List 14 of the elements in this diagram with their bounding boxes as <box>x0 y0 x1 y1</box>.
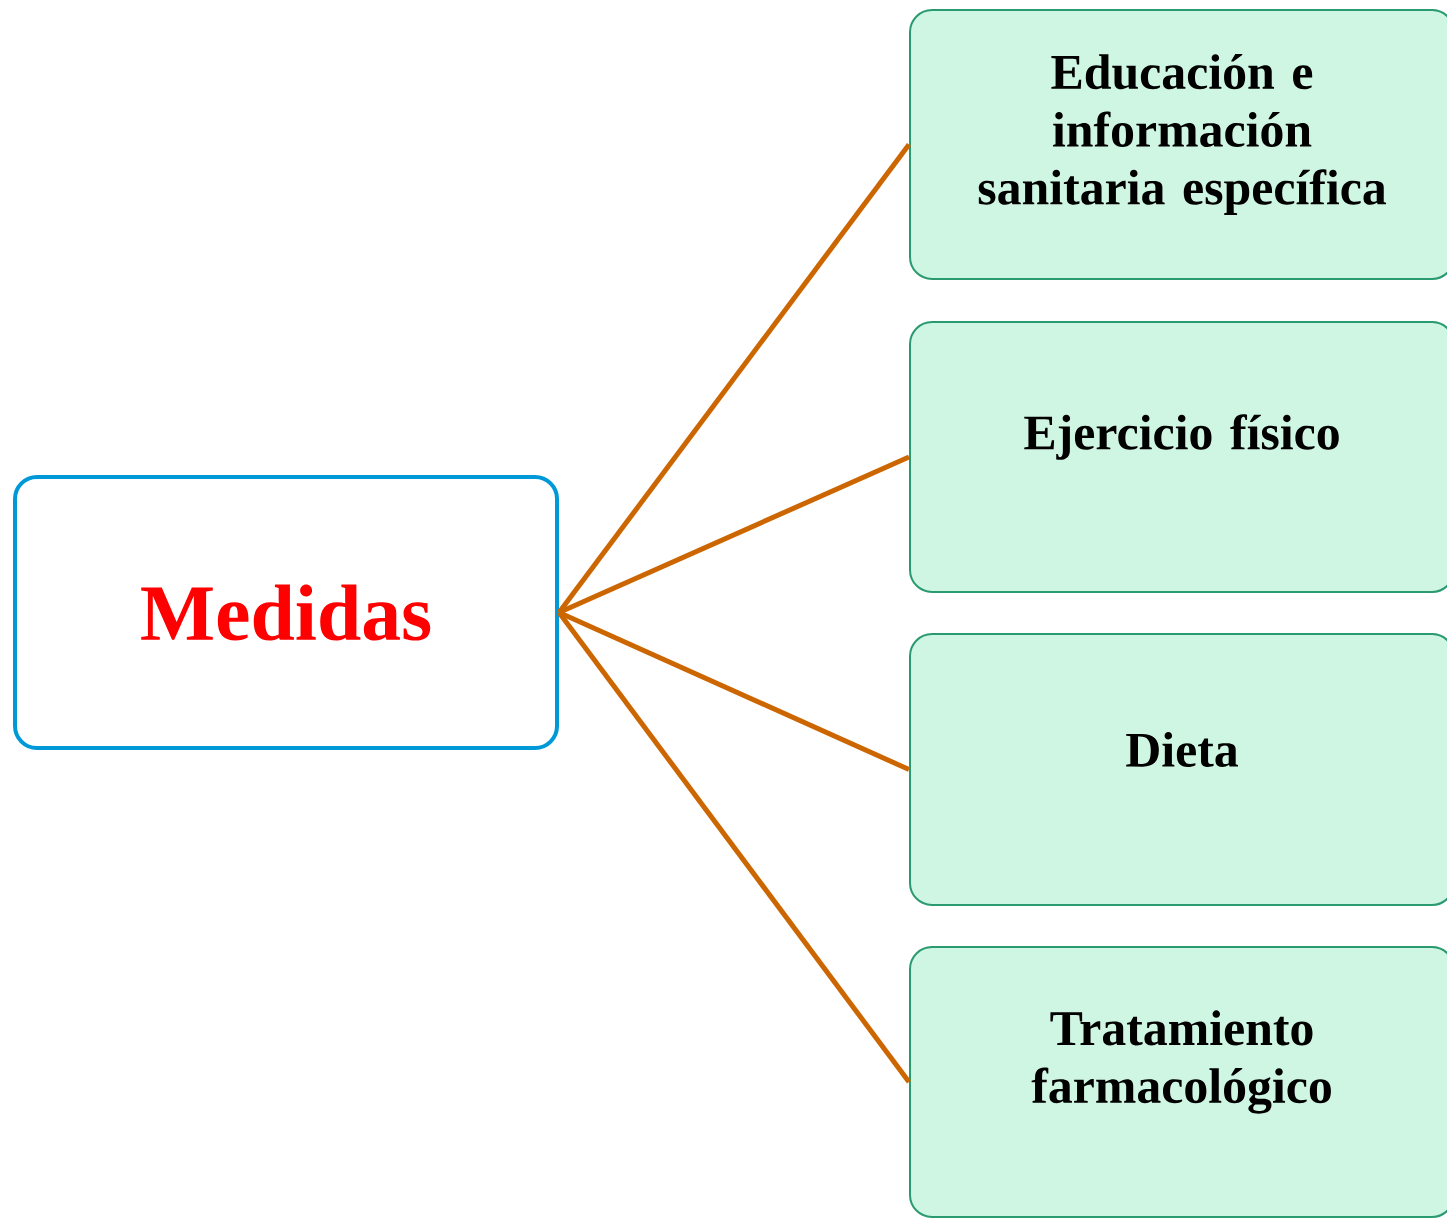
connector-line <box>558 610 911 772</box>
box-label: Ejercicio físico <box>1024 414 1339 460</box>
topic-box <box>909 633 1447 906</box>
box-label: Educación e información sanitaria específica <box>978 54 1387 215</box>
connector-line <box>557 143 911 614</box>
box-label: Tratamiento farmacológico <box>1031 1010 1331 1114</box>
connector-line <box>557 611 911 1084</box>
central-box <box>13 475 559 750</box>
topic-box <box>909 946 1447 1218</box>
topic-box <box>909 321 1447 593</box>
box-title: Medidas <box>141 584 431 641</box>
connector-line <box>558 454 911 615</box>
topic-box <box>909 9 1447 280</box>
box-label: Dieta <box>1126 732 1238 768</box>
